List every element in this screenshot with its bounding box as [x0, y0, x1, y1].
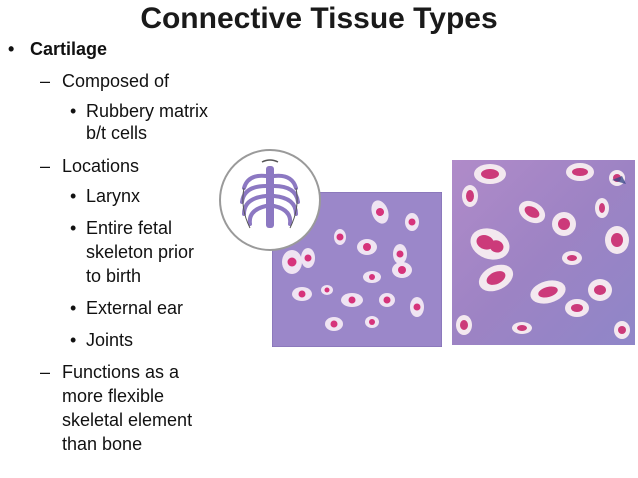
rib-cage-icon — [218, 148, 322, 252]
bullet-dot-icon: • — [70, 298, 77, 318]
chondrocyte-cells — [282, 200, 424, 331]
cartilage-micrograph — [452, 160, 635, 345]
bullet-larynx: • Larynx — [70, 186, 141, 206]
bullet-functions-cont3: than bone — [62, 434, 143, 454]
micrograph-lacunae — [456, 163, 630, 339]
bullet-dot-icon: • — [8, 39, 15, 59]
bullet-external-ear: • External ear — [70, 298, 184, 318]
bullet-rubbery-matrix: • Rubbery matrix — [70, 101, 209, 121]
bullet-dot-icon: • — [70, 218, 77, 238]
bullet-composed-of: – Composed of — [40, 71, 170, 91]
bullet-dot-icon: • — [70, 101, 77, 121]
slide-title: Connective Tissue Types — [140, 2, 498, 35]
bullet-fetal-skeleton-cont2: to birth — [86, 266, 142, 286]
dash-icon: – — [40, 362, 51, 382]
bullet-dot-icon: • — [70, 330, 77, 350]
bullet-fetal-skeleton-cont1: skeleton prior — [86, 242, 195, 262]
bullet-locations: – Locations — [40, 156, 140, 176]
bullet-functions: – Functions as a — [40, 362, 180, 382]
dash-icon: – — [40, 71, 51, 91]
bullet-cartilage: • Cartilage — [8, 39, 108, 59]
dash-icon: – — [40, 156, 51, 176]
bullet-joints: • Joints — [70, 330, 134, 350]
bullet-functions-cont2: skeletal element — [62, 410, 193, 430]
bullet-fetal-skeleton: • Entire fetal — [70, 218, 173, 238]
bullet-dot-icon: • — [70, 186, 77, 206]
bullet-rubbery-matrix-cont: b/t cells — [86, 123, 148, 143]
bullet-functions-cont1: more flexible — [62, 386, 165, 406]
